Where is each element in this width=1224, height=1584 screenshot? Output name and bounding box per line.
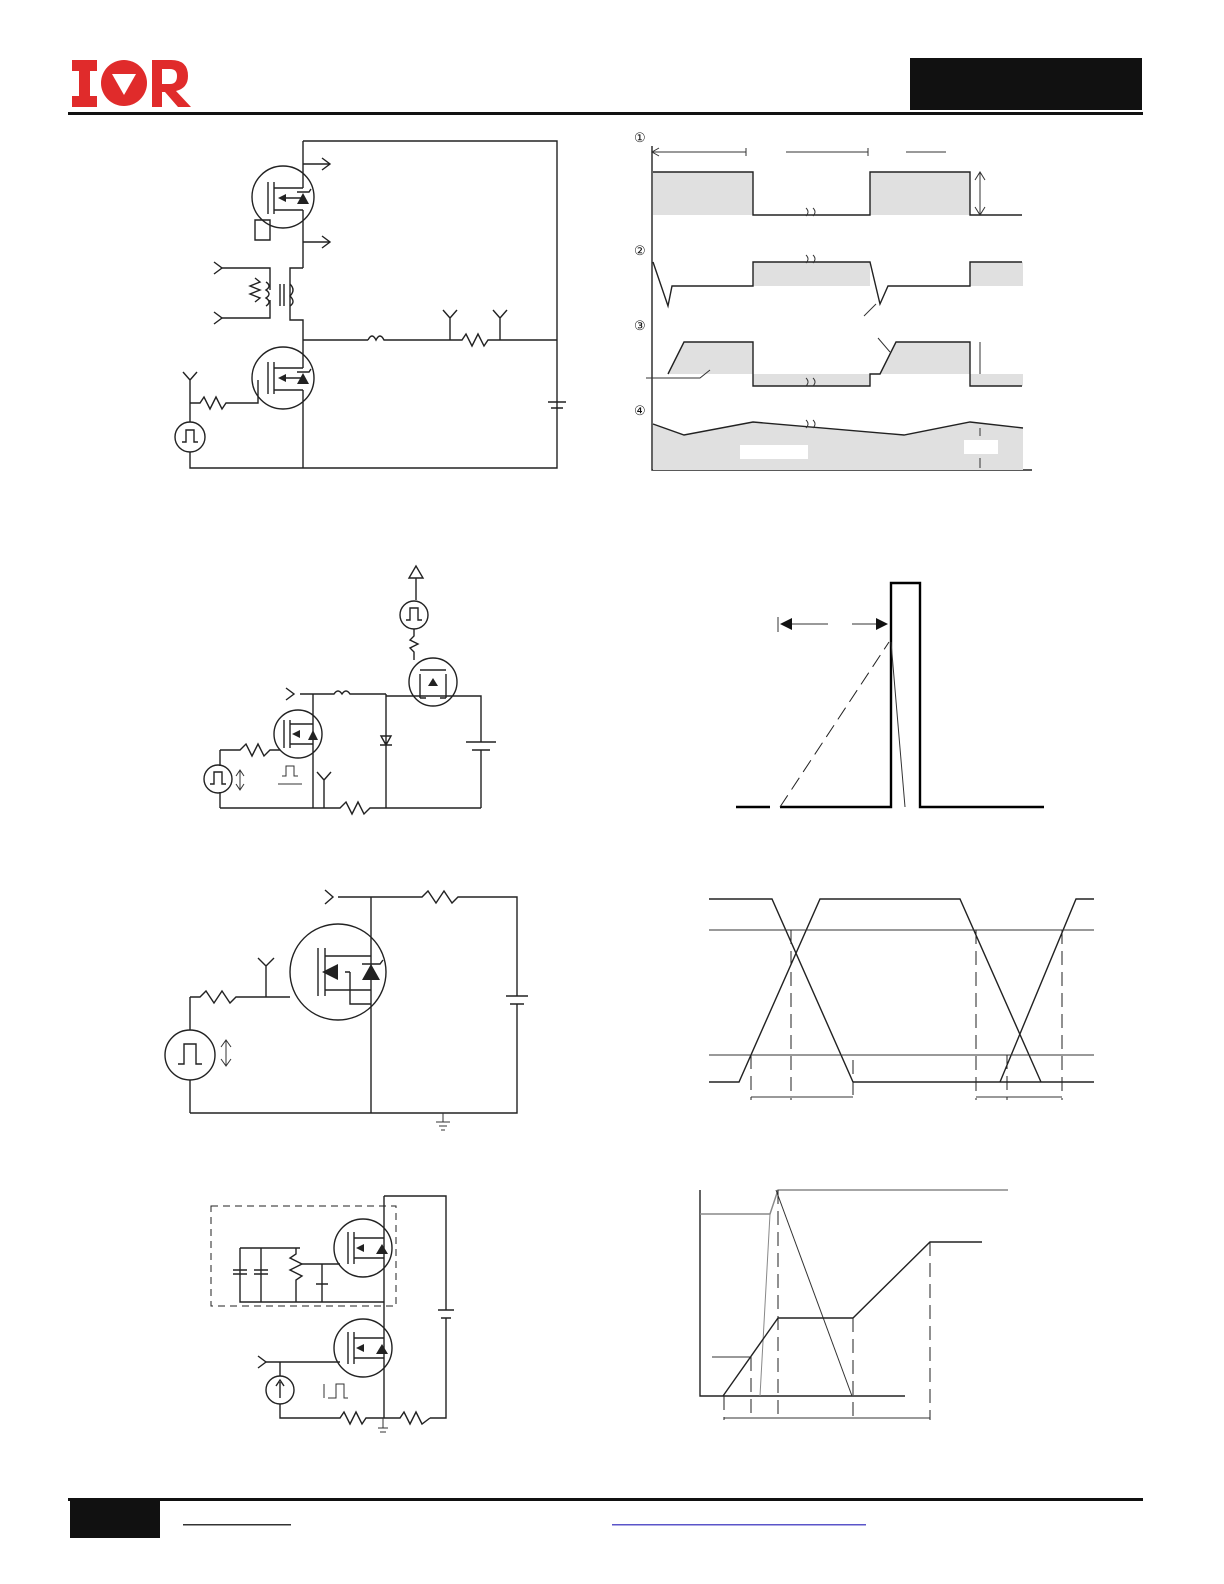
avalanche-waveform: [736, 581, 1044, 809]
footer-website-link[interactable]: [612, 1524, 866, 1526]
bridge-test-circuit: [174, 140, 566, 469]
footer-rule: [68, 1498, 1143, 1501]
footer-doc-link[interactable]: [183, 1524, 291, 1526]
wave-label-4: ④: [634, 403, 646, 418]
switching-waveforms: ① ② ③ ④: [634, 130, 1032, 471]
header-rule: [68, 112, 1143, 115]
wave-label-2: ②: [634, 243, 646, 258]
gate-charge-circuit: [210, 1195, 454, 1433]
company-logo: [72, 60, 191, 107]
gate-charge-waveform: [699, 1189, 1008, 1420]
wave-label-1: ①: [634, 130, 646, 145]
part-number-bar: [910, 58, 1142, 110]
wave-label-3: ③: [634, 318, 646, 333]
avalanche-test-circuit: [203, 564, 496, 816]
switching-time-waveform: [709, 898, 1094, 1100]
switching-time-circuit: [164, 889, 528, 1131]
page-number-block: [70, 1500, 160, 1538]
